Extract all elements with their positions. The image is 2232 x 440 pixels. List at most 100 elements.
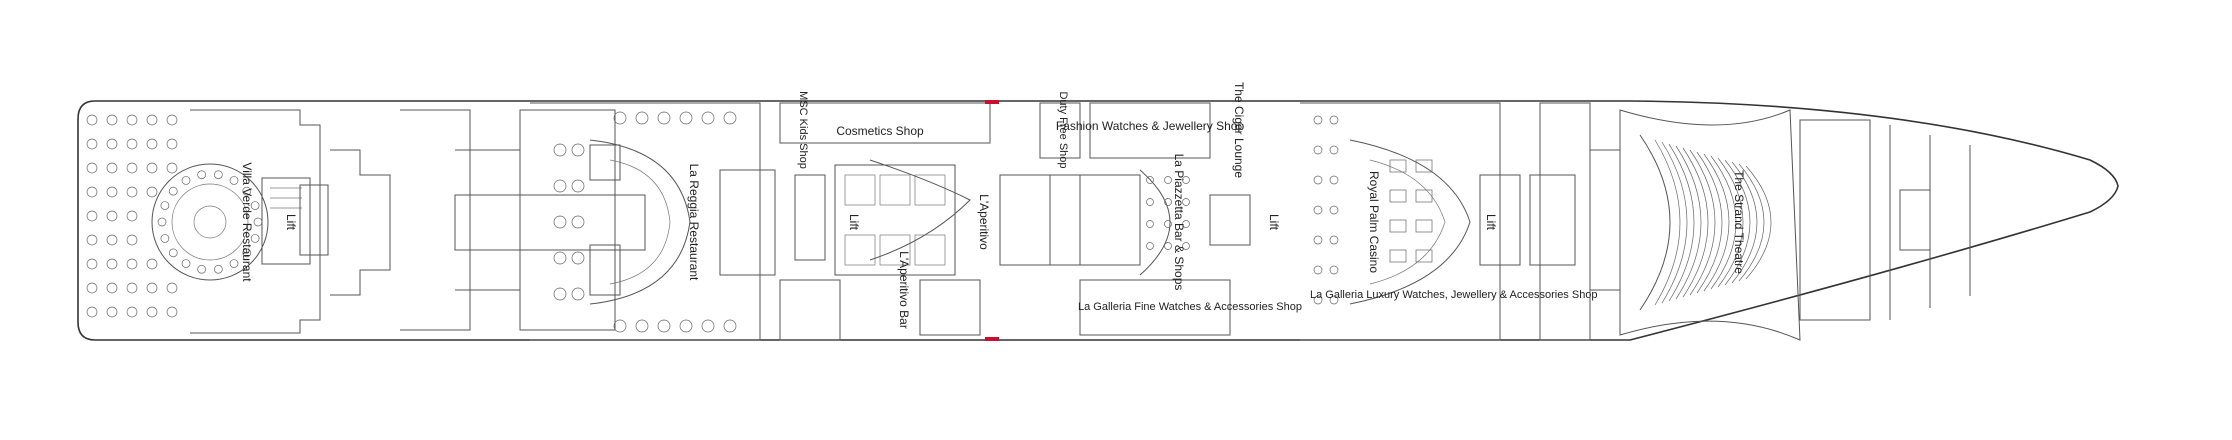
theatre-seat-row xyxy=(1745,165,1772,280)
la-reggia-restaurant-label: La Reggia Restaurant xyxy=(687,164,701,281)
table xyxy=(242,186,252,196)
table xyxy=(553,143,567,157)
slot-seat xyxy=(1329,175,1339,185)
table xyxy=(701,111,715,125)
strand-theatre-label: The Strand Theatre xyxy=(1732,170,1746,274)
seat xyxy=(1146,220,1154,228)
shops-area xyxy=(779,102,991,341)
lift-label-mid: Lift xyxy=(847,214,861,231)
table xyxy=(242,248,252,258)
table xyxy=(723,111,737,125)
theatre-seat-row xyxy=(1724,159,1751,286)
table xyxy=(86,114,98,126)
ship-hull xyxy=(77,100,2119,341)
table xyxy=(571,251,585,265)
table xyxy=(86,306,98,318)
cigar-lounge-label: The Cigar Lounge xyxy=(1232,82,1246,178)
theatre-seat-row xyxy=(1661,141,1688,304)
table xyxy=(197,264,207,274)
table xyxy=(86,282,98,294)
slot-seat xyxy=(1329,205,1339,215)
table xyxy=(166,138,178,150)
table xyxy=(213,170,223,180)
gaming-table xyxy=(1389,189,1407,203)
table xyxy=(106,186,118,198)
seat xyxy=(1146,198,1154,206)
theatre-seat-row xyxy=(1696,151,1723,294)
table xyxy=(701,319,715,333)
table xyxy=(106,258,118,270)
gaming-table xyxy=(1389,249,1407,263)
table xyxy=(160,201,170,210)
table xyxy=(181,176,191,185)
aft-service-area xyxy=(400,109,646,331)
table xyxy=(146,258,158,270)
table xyxy=(106,306,118,318)
table xyxy=(197,170,207,180)
cosmetics-shop-label: Cosmetics Shop xyxy=(836,124,924,138)
slot-seat xyxy=(1329,265,1339,275)
gaming-table xyxy=(1389,219,1407,233)
theatre-seat-row xyxy=(1668,143,1695,302)
table xyxy=(181,259,191,268)
slot-seat xyxy=(1329,115,1339,125)
seat xyxy=(1182,176,1190,184)
la-piazzetta-area xyxy=(999,102,1251,336)
la-piazzetta-label: La Piazzetta Bar & Shops xyxy=(1172,154,1186,291)
table xyxy=(106,114,118,126)
table xyxy=(146,114,158,126)
gaming-table xyxy=(1389,159,1407,173)
table xyxy=(146,282,158,294)
table xyxy=(126,162,138,174)
table xyxy=(213,264,223,274)
gaming-table xyxy=(1415,249,1433,263)
theatre-seat-row xyxy=(1682,147,1709,298)
table xyxy=(86,258,98,270)
seat xyxy=(1164,176,1172,184)
fire-door-bottom xyxy=(985,337,999,341)
seat xyxy=(1164,220,1172,228)
table xyxy=(571,287,585,301)
table xyxy=(168,248,178,258)
theatre-seat-row xyxy=(1738,163,1765,282)
table xyxy=(571,179,585,193)
la-reggia-restaurant-area xyxy=(530,102,826,341)
table xyxy=(166,282,178,294)
table xyxy=(126,186,138,198)
lift-label-fwd: Lift xyxy=(1484,214,1498,231)
villa-verde-restaurant-area xyxy=(86,109,391,334)
table xyxy=(106,234,118,246)
table xyxy=(106,210,118,222)
table xyxy=(126,234,138,246)
table xyxy=(86,234,98,246)
table xyxy=(657,111,671,125)
table xyxy=(635,319,649,333)
slot-seat xyxy=(1313,295,1323,305)
table xyxy=(146,186,158,198)
table xyxy=(553,215,567,229)
table xyxy=(126,306,138,318)
slot-seat xyxy=(1313,115,1323,125)
seat xyxy=(1164,242,1172,250)
slot-seat xyxy=(1313,265,1323,275)
table xyxy=(723,319,737,333)
seat xyxy=(1182,242,1190,250)
la-galleria-fine-label: La Galleria Fine Watches & Accessories S… xyxy=(1078,301,1302,313)
theatre-seat-row xyxy=(1689,149,1716,296)
midship-lifts-block xyxy=(834,164,956,276)
table xyxy=(126,138,138,150)
slot-seat xyxy=(1329,235,1339,245)
duty-free-shop-label: Duty Free Shop xyxy=(1057,91,1069,168)
table xyxy=(126,210,138,222)
table xyxy=(229,259,239,268)
slot-seat xyxy=(1313,205,1323,215)
gaming-table xyxy=(1415,159,1433,173)
royal-palm-casino-area xyxy=(1300,102,1576,341)
table xyxy=(86,138,98,150)
gaming-table xyxy=(1415,189,1433,203)
table xyxy=(553,287,567,301)
slot-seat xyxy=(1329,295,1339,305)
table xyxy=(166,306,178,318)
table xyxy=(86,210,98,222)
